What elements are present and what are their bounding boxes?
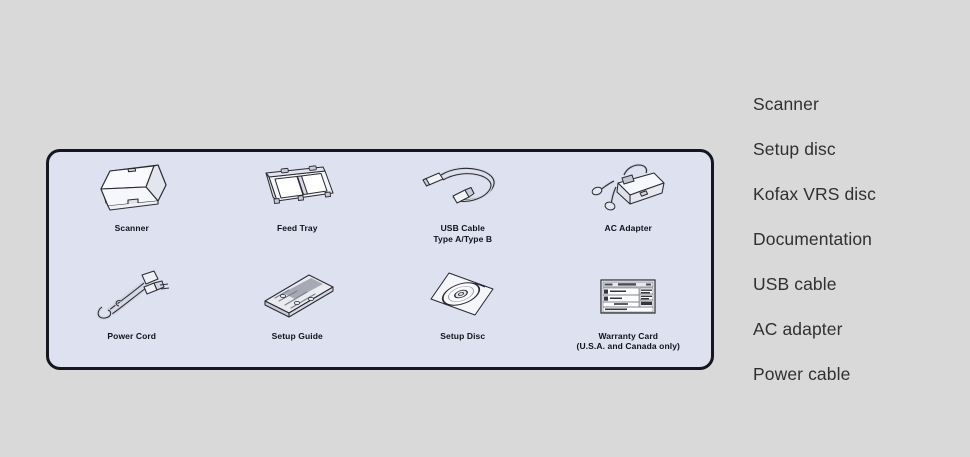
package-item-warranty-card: Warranty Card (U.S.A. and Canada only) bbox=[546, 260, 712, 368]
package-item-label: Setup Guide bbox=[271, 330, 323, 341]
package-item-label: Warranty Card (U.S.A. and Canada only) bbox=[576, 330, 680, 352]
package-item-ac-adapter: AC Adapter bbox=[546, 152, 712, 260]
parts-list-item-usb-cable: USB cable bbox=[753, 262, 963, 307]
parts-list-item-label: USB cable bbox=[753, 274, 837, 294]
package-item-label: USB Cable Type A/Type B bbox=[433, 223, 493, 244]
usb-cable-icon bbox=[419, 158, 507, 220]
package-item-scanner: Scanner bbox=[49, 152, 215, 260]
power-cord-icon bbox=[88, 266, 176, 328]
parts-list-item-label: AC adapter bbox=[753, 319, 843, 339]
feed-tray-icon bbox=[253, 158, 341, 220]
parts-list-item-setup-disc: Setup disc bbox=[753, 127, 963, 172]
parts-list-item-label: Power cable bbox=[753, 364, 851, 384]
package-item-feed-tray: Feed Tray bbox=[215, 152, 381, 260]
package-item-label: Feed Tray bbox=[276, 223, 318, 233]
parts-list-item-label: Setup disc bbox=[753, 139, 836, 159]
setup-guide-icon bbox=[253, 266, 341, 328]
warranty-card-icon bbox=[584, 266, 672, 328]
parts-list-item-label: Kofax VRS disc bbox=[753, 184, 876, 204]
ac-adapter-icon bbox=[584, 158, 672, 220]
parts-list-item-scanner: Scanner bbox=[753, 82, 963, 127]
parts-list-item-documentation: Documentation bbox=[753, 217, 963, 262]
package-item-label: Setup Disc bbox=[440, 330, 486, 341]
parts-list: Scanner Setup disc Kofax VRS disc Docume… bbox=[753, 82, 963, 397]
package-item-label: Scanner bbox=[114, 223, 149, 233]
package-item-usb-cable: USB Cable Type A/Type B bbox=[380, 152, 546, 260]
scanner-icon bbox=[88, 158, 176, 220]
parts-list-item-ac-adapter: AC adapter bbox=[753, 307, 963, 352]
setup-disc-icon bbox=[419, 266, 507, 328]
package-item-label: Power Cord bbox=[107, 330, 157, 341]
package-contents-panel: Scanner bbox=[46, 149, 714, 370]
parts-list-item-power-cable: Power cable bbox=[753, 352, 963, 397]
parts-list-item-label: Documentation bbox=[753, 229, 873, 249]
package-item-setup-guide: Setup Guide bbox=[215, 260, 381, 368]
parts-list-item-kofax-vrs-disc: Kofax VRS disc bbox=[753, 172, 963, 217]
package-item-setup-disc: Setup Disc bbox=[380, 260, 546, 368]
parts-list-item-label: Scanner bbox=[753, 94, 819, 114]
package-item-label: AC Adapter bbox=[604, 223, 652, 233]
package-item-power-cord: Power Cord bbox=[49, 260, 215, 368]
package-contents-grid: Scanner bbox=[49, 152, 711, 367]
